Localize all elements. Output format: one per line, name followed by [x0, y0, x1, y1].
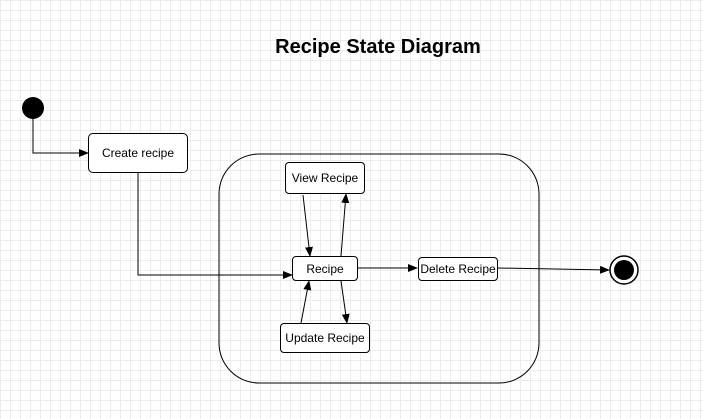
state-delete-recipe[interactable]: Delete Recipe: [418, 257, 498, 281]
state-update-recipe[interactable]: Update Recipe: [280, 323, 370, 353]
transition-recipe-to-update: [340, 280, 350, 324]
transition-recipe-to-view: [340, 193, 350, 257]
transition-view-to-recipe: [302, 194, 313, 257]
transition-delete-to-final: [497, 265, 610, 274]
transition-initial-to-create: [32, 119, 89, 157]
transition-update-to-recipe: [300, 280, 312, 324]
state-recipe[interactable]: Recipe: [292, 256, 358, 281]
final-state-inner: [614, 260, 634, 280]
transition-create-to-recipe: [137, 173, 293, 279]
state-view-recipe[interactable]: View Recipe: [285, 162, 365, 194]
initial-state-node: [22, 97, 44, 119]
diagram-title: Recipe State Diagram: [275, 36, 481, 58]
state-create-recipe[interactable]: Create recipe: [88, 133, 188, 173]
